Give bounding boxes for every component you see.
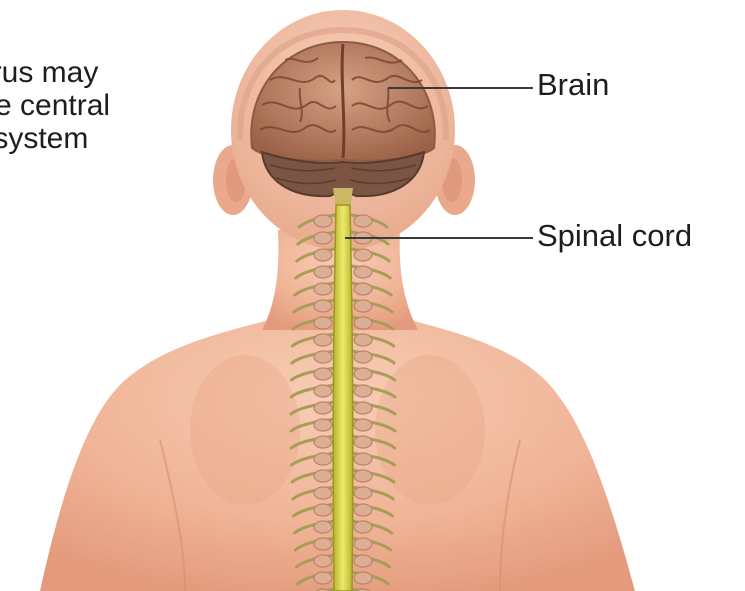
vertebra — [314, 572, 332, 584]
spinal-cord — [333, 205, 353, 591]
vertebra — [354, 351, 372, 363]
vertebra — [314, 419, 332, 431]
vertebra — [354, 487, 372, 499]
vertebra — [314, 504, 332, 516]
caption-text: virus may the central s system — [0, 56, 110, 155]
vertebra — [314, 283, 332, 295]
vertebra — [354, 555, 372, 567]
vertebra — [314, 334, 332, 346]
vertebra — [354, 300, 372, 312]
vertebra — [314, 453, 332, 465]
vertebra — [314, 555, 332, 567]
vertebra — [354, 368, 372, 380]
vertebra — [314, 266, 332, 278]
vertebra — [314, 232, 332, 244]
vertebra — [354, 266, 372, 278]
vertebra — [354, 334, 372, 346]
vertebra — [314, 487, 332, 499]
vertebra — [354, 385, 372, 397]
vertebra — [314, 436, 332, 448]
vertebra — [314, 538, 332, 550]
vertebra — [354, 402, 372, 414]
vertebra — [314, 351, 332, 363]
vertebra — [314, 470, 332, 482]
vertebra — [354, 249, 372, 261]
vertebra — [354, 215, 372, 227]
caption-line: the central — [0, 89, 110, 122]
vertebra — [314, 300, 332, 312]
spinal-cord-label: Spinal cord — [537, 219, 692, 253]
caption-line: virus may — [0, 56, 110, 89]
vertebra — [314, 249, 332, 261]
vertebra — [314, 521, 332, 533]
vertebra — [354, 436, 372, 448]
vertebra — [354, 504, 372, 516]
vertebra — [354, 283, 372, 295]
vertebra — [354, 453, 372, 465]
vertebra — [354, 538, 372, 550]
vertebra — [314, 215, 332, 227]
vertebra — [314, 385, 332, 397]
vertebra — [354, 521, 372, 533]
vertebra — [314, 402, 332, 414]
vertebra — [354, 419, 372, 431]
vertebra — [354, 470, 372, 482]
brain-label: Brain — [537, 68, 609, 102]
vertebra — [354, 317, 372, 329]
vertebra — [314, 368, 332, 380]
vertebra — [354, 572, 372, 584]
caption-line: s system — [0, 122, 110, 155]
vertebra — [314, 317, 332, 329]
